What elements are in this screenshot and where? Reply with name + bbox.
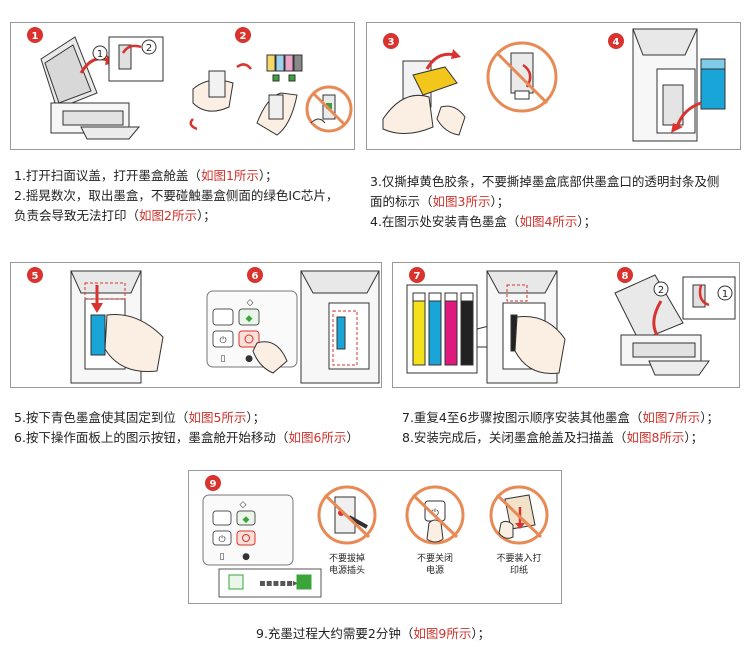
step-7-line: 7.重复4至6步骤按图示顺序安装其他墨盒（如图7所示）； xyxy=(402,408,719,428)
cartridge-bay-drawing xyxy=(301,271,379,383)
warning-unplug-label-2: 电源插头 xyxy=(329,564,365,576)
svg-text:▪▪▪▪▪▸: ▪▪▪▪▪▸ xyxy=(259,578,298,589)
figure-panel-1-2: 1 1 2 2 xyxy=(10,22,355,150)
badge-7: 7 xyxy=(409,267,425,283)
svg-text:⏻: ⏻ xyxy=(219,335,226,346)
svg-text:◆: ◆ xyxy=(243,515,250,525)
steps-1-2-text: 1.打开扫面议盖，打开墨盒舱盖（如图1所示）； 2.摇晃数次，取出墨盒，不要碰触… xyxy=(14,166,338,226)
figure-reference: 如图4所示 xyxy=(519,214,577,229)
step-9-text: 9.充墨过程大约需要2分钟（如图9所示）； xyxy=(256,624,490,644)
cartridge-bay-drawing xyxy=(487,271,565,383)
svg-text:2: 2 xyxy=(146,43,152,54)
control-panel-drawing: ◇ ◆ ⏻ ▯ ● xyxy=(207,291,297,373)
no-touch-chip-icon xyxy=(307,87,351,131)
svg-text:5: 5 xyxy=(32,271,39,282)
warning-paper-label: 不要装入打 xyxy=(496,552,541,564)
svg-text:6: 6 xyxy=(252,271,259,282)
svg-text:1: 1 xyxy=(97,49,103,60)
step-3-line-continued: 面的标示（如图3所示）； xyxy=(370,192,719,212)
figure-reference: 如图8所示 xyxy=(626,430,684,445)
svg-text:●: ● xyxy=(245,354,253,364)
figure-reference: 如图2所示 xyxy=(139,208,197,223)
badge-4: 4 xyxy=(608,33,624,49)
step-4-line: 4.在图示处安装青色墨盒（如图4所示）； xyxy=(370,212,719,232)
install-cyan-cartridge-drawing xyxy=(633,29,725,141)
do-not-unplug-icon xyxy=(319,487,375,543)
step-6-line: 6.按下操作面板上的图示按钮，墨盒舱开始移动（如图6所示） xyxy=(14,428,359,448)
steps-5-6-text: 5.按下青色墨盒使其固定到位（如图5所示）； 6.按下操作面板上的图示按钮，墨盒… xyxy=(14,408,359,448)
figure-5-6-illustration: 5 6 ◇ ◆ ⏻ ▯ ● xyxy=(11,263,382,388)
badge-3: 3 xyxy=(383,33,399,49)
step-9-line: 9.充墨过程大约需要2分钟（如图9所示）； xyxy=(256,624,490,644)
steps-3-4-text: 3.仅撕掉黄色胶条，不要撕掉墨盒底部供墨盒口的透明封条及侧 面的标示（如图3所示… xyxy=(370,172,719,232)
svg-text:⏻: ⏻ xyxy=(218,534,225,545)
badge-2: 2 xyxy=(235,27,251,43)
warning-power-label-2: 电源 xyxy=(426,564,444,576)
control-panel-drawing: ◇ ◆ ⏻ ▯ ● xyxy=(203,495,293,565)
cartridge-bay-inset: 2 xyxy=(109,37,163,81)
warning-power-label: 不要关闭 xyxy=(417,552,453,564)
svg-text:▯: ▯ xyxy=(221,354,226,364)
svg-text:1: 1 xyxy=(32,31,39,42)
press-cyan-cartridge-drawing xyxy=(71,271,163,383)
steps-7-8-text: 7.重复4至6步骤按图示顺序安装其他墨盒（如图7所示）； 8.安装完成后，关闭墨… xyxy=(402,408,719,448)
badge-8: 8 xyxy=(617,267,633,283)
figure-panel-3-4: 3 4 xyxy=(366,22,741,150)
warning-paper-label-2: 印纸 xyxy=(510,564,528,576)
svg-text:7: 7 xyxy=(414,271,421,282)
badge-1: 1 xyxy=(27,27,43,43)
figure-reference: 如图3所示 xyxy=(433,194,491,209)
figure-panel-9: 9 ◇ ◆ ⏻ ▯ ● ▪▪▪▪▪▸ xyxy=(188,470,562,604)
cartridges-ic-chip-drawing xyxy=(257,55,302,135)
warning-unplug-label: 不要拔掉 xyxy=(329,552,365,564)
figure-reference: 如图9所示 xyxy=(413,626,471,641)
svg-text:2: 2 xyxy=(240,31,247,42)
figure-panel-7-8: 7 8 xyxy=(392,262,740,388)
figure-9-illustration: 9 ◇ ◆ ⏻ ▯ ● ▪▪▪▪▪▸ xyxy=(189,471,562,604)
close-lid-drawing: 2 1 xyxy=(615,275,735,375)
figure-reference: 如图6所示 xyxy=(288,430,346,445)
step-mark-one: 1 xyxy=(93,46,107,60)
figure-reference: 如图5所示 xyxy=(188,410,246,425)
svg-text:9: 9 xyxy=(210,479,217,490)
svg-text:◇: ◇ xyxy=(247,298,254,308)
svg-text:1: 1 xyxy=(722,289,728,300)
badge-6: 6 xyxy=(247,267,263,283)
svg-text:2: 2 xyxy=(658,285,664,296)
svg-text:3: 3 xyxy=(388,37,395,48)
step-8-line: 8.安装完成后，关闭墨盒舱盖及扫描盖（如图8所示）； xyxy=(402,428,719,448)
peel-yellow-tape-drawing xyxy=(383,49,465,135)
no-peel-seal-icon xyxy=(488,43,556,111)
svg-text:◆: ◆ xyxy=(246,314,253,324)
step-5-line: 5.按下青色墨盒使其固定到位（如图5所示）； xyxy=(14,408,359,428)
svg-text:◇: ◇ xyxy=(240,500,247,510)
figure-7-8-illustration: 7 8 xyxy=(393,263,740,388)
svg-text:8: 8 xyxy=(622,271,629,282)
step-1-line: 1.打开扫面议盖，打开墨盒舱盖（如图1所示）； xyxy=(14,166,338,186)
badge-9: 9 xyxy=(205,475,221,491)
do-not-load-paper-icon xyxy=(491,487,547,543)
figure-panel-5-6: 5 6 ◇ ◆ ⏻ ▯ ● xyxy=(10,262,382,388)
figure-reference: 如图1所示 xyxy=(201,168,259,183)
badge-5: 5 xyxy=(27,267,43,283)
step-3-line: 3.仅撕掉黄色胶条，不要撕掉墨盒底部供墨盒口的透明封条及侧 xyxy=(370,172,719,192)
figure-reference: 如图7所示 xyxy=(642,410,700,425)
step-2-line-continued: 负责会导致无法打印（如图2所示）； xyxy=(14,206,338,226)
svg-text:4: 4 xyxy=(613,37,620,48)
step-2-line: 2.摇晃数次，取出墨盒，不要碰触墨盒侧面的绿色IC芯片， xyxy=(14,186,338,206)
shake-cartridge-drawing xyxy=(191,64,251,129)
svg-text:▯: ▯ xyxy=(220,552,225,562)
do-not-power-off-icon: ⏻ xyxy=(407,487,463,543)
charging-progress-indicator: ▪▪▪▪▪▸ xyxy=(219,569,321,597)
figure-1-2-illustration: 1 1 2 2 xyxy=(11,23,355,150)
svg-text:●: ● xyxy=(242,552,250,562)
figure-3-4-illustration: 3 4 xyxy=(367,23,741,150)
